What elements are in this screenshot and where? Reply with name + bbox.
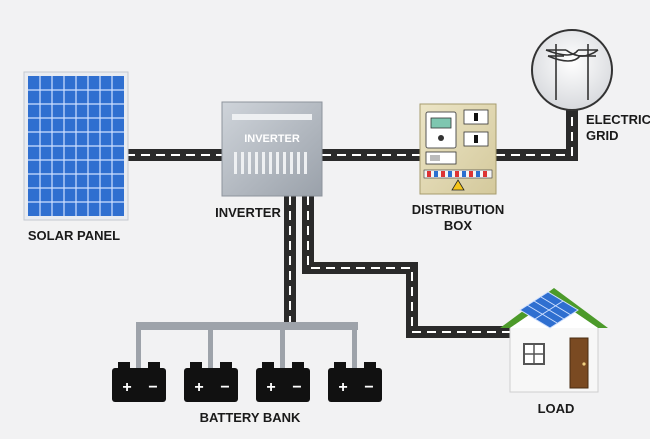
battery-4-plus: + bbox=[338, 379, 347, 396]
battery-2-minus: − bbox=[220, 379, 229, 396]
battery-4-minus: − bbox=[364, 379, 373, 396]
inverter-label: INVERTER bbox=[215, 205, 281, 220]
battery-2-plus: + bbox=[194, 379, 203, 396]
battery-2: + − bbox=[184, 362, 238, 402]
battery-bank: + − + − + − + − BATTERY BANK bbox=[112, 322, 382, 425]
house-door bbox=[569, 337, 589, 389]
inverter-panel-text: INVERTER bbox=[244, 133, 300, 145]
electric-grid-label-line1: ELECTRIC bbox=[586, 112, 650, 127]
electric-grid: ELECTRIC GRID bbox=[531, 29, 650, 143]
battery-1-plus: + bbox=[122, 379, 131, 396]
solar-panel-label: SOLAR PANEL bbox=[28, 228, 120, 243]
solar-panel-grid bbox=[28, 76, 124, 216]
battery-3-minus: − bbox=[292, 379, 301, 396]
electric-grid-label-line2: GRID bbox=[586, 128, 619, 143]
battery-4: + − bbox=[328, 362, 382, 402]
battery-3: + − bbox=[256, 362, 310, 402]
wire-distribution-grid bbox=[496, 108, 578, 161]
battery-1: + − bbox=[112, 362, 166, 402]
battery-busbar bbox=[136, 322, 358, 330]
inverter-vents bbox=[234, 152, 307, 174]
distribution-label-line2: BOX bbox=[444, 218, 473, 233]
warning-icon bbox=[451, 179, 465, 191]
load-house: LOAD bbox=[500, 288, 608, 416]
house-window bbox=[523, 343, 545, 365]
battery-bank-label: BATTERY BANK bbox=[200, 410, 301, 425]
load-label: LOAD bbox=[538, 401, 575, 416]
roof-solar-panel bbox=[519, 291, 579, 329]
battery-3-plus: + bbox=[266, 379, 275, 396]
distribution-label-line1: DISTRIBUTION bbox=[412, 202, 504, 217]
power-pole-icon bbox=[545, 44, 599, 100]
wires bbox=[126, 108, 578, 338]
battery-1-minus: − bbox=[148, 379, 157, 396]
distribution-box: DISTRIBUTION BOX bbox=[412, 103, 504, 233]
solar-panel: SOLAR PANEL bbox=[23, 71, 129, 243]
battery-connectors bbox=[136, 330, 357, 368]
distribution-terminals bbox=[423, 169, 493, 179]
inverter: INVERTER INVERTER bbox=[215, 101, 323, 220]
wire-inverter-load bbox=[302, 196, 510, 338]
